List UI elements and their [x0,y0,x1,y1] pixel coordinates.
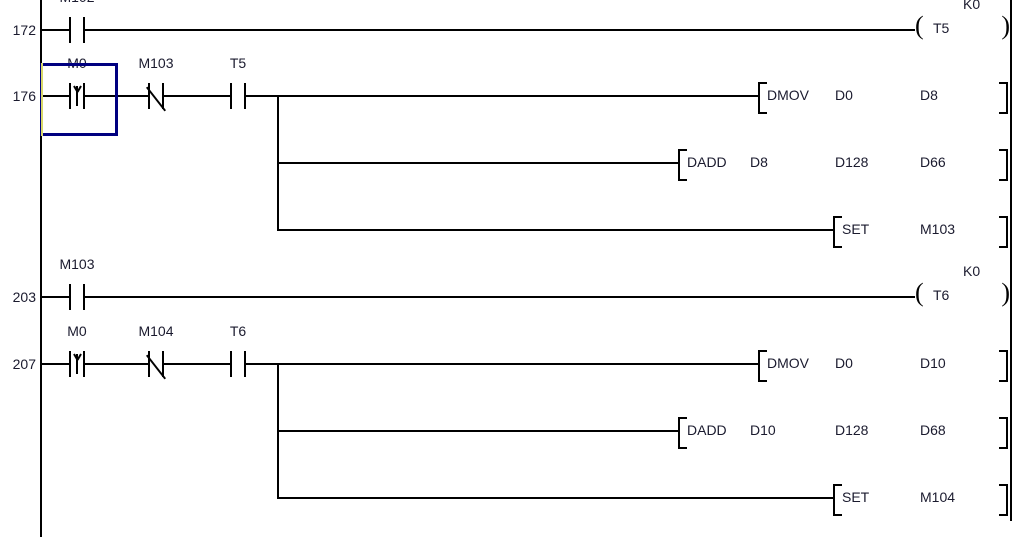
coil-preset-value: K0 [963,263,981,279]
instruction-mnemonic: DADD [687,154,727,170]
contact-bar-left [230,351,232,377]
coil-name: T6 [933,287,950,303]
right-power-rail [1010,0,1012,521]
instruction-bracket-right [999,82,1008,114]
device-label-m102: M102 [37,0,117,4]
instruction-bracket-right [999,417,1008,449]
instruction-dmov[interactable]: DMOV D0 D10 [758,350,1008,382]
coil-paren-close-icon: ) [1001,278,1010,307]
selection-cursor-box[interactable] [40,63,118,136]
step-number-203: 203 [12,289,36,305]
instruction-mnemonic: DMOV [767,355,809,371]
coil-paren-open-icon: ( [915,278,924,307]
instruction-dadd[interactable]: DADD D8 D128 D66 [678,149,1008,181]
device-label-m0: M0 [67,323,87,339]
instruction-operand: D8 [750,154,768,170]
instruction-bracket-right [999,350,1008,382]
rung-wire [40,363,70,365]
rising-edge-arrow-icon [76,354,78,374]
rung-wire [277,430,678,432]
instruction-set[interactable]: SET M104 [833,484,1008,516]
instruction-operand: D0 [835,87,853,103]
rung-wire [245,363,279,365]
instruction-operand: D10 [750,422,776,438]
device-label-m104: M104 [138,323,174,339]
instruction-mnemonic: DMOV [767,87,809,103]
instruction-operand: D10 [920,355,946,371]
instruction-bracket-left [758,82,767,114]
contact-bar-left [69,17,71,43]
instruction-operand: D128 [835,422,869,438]
instruction-operand: M103 [920,221,956,237]
instruction-bracket-left [833,216,842,248]
instruction-mnemonic: SET [842,221,870,237]
rung-wire [84,296,915,298]
coil-paren-close-icon: ) [1001,11,1010,40]
rung-wire [277,162,678,164]
instruction-operand: D8 [920,87,938,103]
coil-paren-open-icon: ( [915,11,924,40]
instruction-bracket-right [999,149,1008,181]
rung-wire [277,95,758,97]
instruction-operand: D68 [920,422,946,438]
rung-wire [163,363,231,365]
rung-wire [277,229,833,231]
instruction-dmov[interactable]: DMOV D0 D8 [758,82,1008,114]
coil-name: T5 [933,20,950,36]
instruction-operand: M104 [920,489,956,505]
instruction-bracket-right [999,484,1008,516]
instruction-bracket-left [758,350,767,382]
rung-wire [40,29,70,31]
device-label-m103: M103 [59,256,95,272]
rung-wire [84,29,915,31]
selection-cursor-left-edge [41,63,43,136]
contact-bar-left [69,351,71,377]
instruction-set[interactable]: SET M103 [833,216,1008,248]
contact-bar-left [230,83,232,109]
step-number-207: 207 [12,356,36,372]
contact-bar-left [148,351,150,377]
rung-wire [163,95,231,97]
instruction-bracket-left [678,149,687,181]
left-power-rail [40,0,42,537]
device-label-t5: T5 [229,55,247,71]
step-number-176: 176 [12,88,36,104]
device-label-t6: T6 [229,323,247,339]
instruction-operand: D128 [835,154,869,170]
coil-preset-value: K0 [963,0,981,12]
instruction-bracket-right [999,216,1008,248]
coil-t5[interactable]: ( T5 K0) [915,0,1010,44]
contact-bar-left [148,83,150,109]
rung-wire [277,497,833,499]
instruction-operand: D0 [835,355,853,371]
contact-bar-left [69,284,71,310]
rung-wire [40,296,70,298]
contact-bar-left [69,83,71,109]
step-number-172: 172 [12,22,36,38]
rung-wire [84,363,149,365]
instruction-mnemonic: DADD [687,422,727,438]
rising-edge-arrow-icon [76,86,78,106]
instruction-bracket-left [678,417,687,449]
device-label-m103: M103 [138,55,174,71]
instruction-operand: D66 [920,154,946,170]
coil-t6[interactable]: ( T6 K0) [915,264,1010,311]
instruction-dadd[interactable]: DADD D10 D128 D68 [678,417,1008,449]
rung-wire [245,95,279,97]
instruction-mnemonic: SET [842,489,870,505]
instruction-bracket-left [833,484,842,516]
rung-wire [277,363,758,365]
rung-wire [40,95,70,97]
